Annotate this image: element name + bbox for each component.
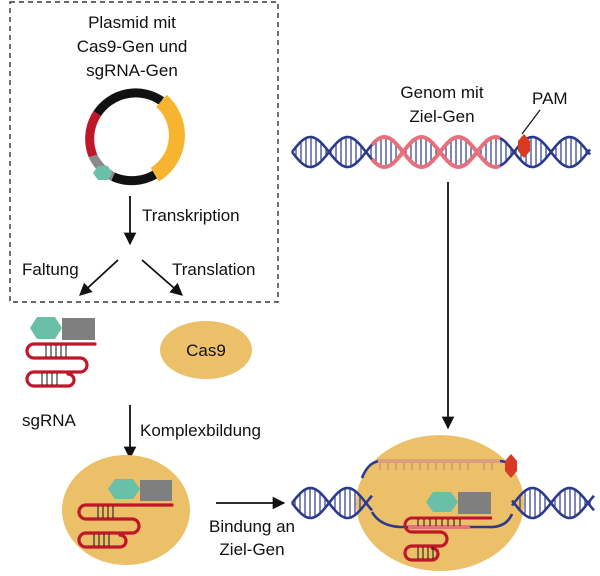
dna-strand-segment — [370, 134, 501, 170]
dna-strand-segment — [290, 486, 373, 520]
dna-strand-segment — [499, 135, 592, 169]
bound-sgrna-loops — [403, 530, 449, 562]
cas9-sgrna-complex — [62, 455, 190, 565]
dna-strand-segment — [290, 486, 373, 520]
dna-strand-segment — [510, 486, 595, 520]
plasmid-title-line-2: Cas9-Gen und — [77, 37, 188, 56]
genome-title-line-2: Ziel-Gen — [409, 107, 474, 126]
dna-strand-segment — [290, 135, 373, 169]
pam-label: PAM — [532, 89, 568, 108]
genome-title-line-1: Genom mit — [400, 83, 483, 102]
binding-label-line-2: Ziel-Gen — [219, 540, 284, 559]
plasmid-hexagon-marker — [93, 166, 112, 180]
complex-formation-label: Komplexbildung — [140, 421, 261, 440]
binding-label-line-1: Bindung an — [209, 517, 295, 536]
dna-strand-segment — [290, 135, 373, 169]
bound-pam-marker — [505, 454, 517, 478]
transcription-label: Transkription — [142, 206, 240, 225]
dna-strand-segment — [510, 486, 595, 520]
folding-label: Faltung — [22, 260, 79, 279]
sgrna-square — [62, 318, 95, 340]
bound-square — [458, 492, 491, 514]
plasmid-title-line-3: sgRNA-Gen — [86, 61, 178, 80]
sgrna-label: sgRNA — [22, 411, 77, 430]
dna-strand-segment — [499, 135, 592, 169]
cas9-protein — [160, 321, 252, 379]
sgrna-structure — [25, 317, 97, 388]
folding-arrow — [79, 259, 119, 296]
cas9-label: Cas9 — [186, 341, 226, 360]
plasmid-box — [9, 1, 279, 303]
translation-arrow — [141, 259, 183, 296]
dna-strand-segment — [370, 134, 501, 170]
pam-marker — [518, 134, 530, 158]
bound-hexagon — [426, 492, 458, 512]
plasmid-title-line-1: Plasmid mit — [88, 13, 176, 32]
translation-label: Translation — [172, 260, 255, 279]
bound-complex — [290, 435, 595, 571]
sgrna-hexagon — [30, 317, 62, 339]
pam-pointer-line — [521, 109, 541, 135]
genome-dna-helix — [290, 134, 592, 170]
